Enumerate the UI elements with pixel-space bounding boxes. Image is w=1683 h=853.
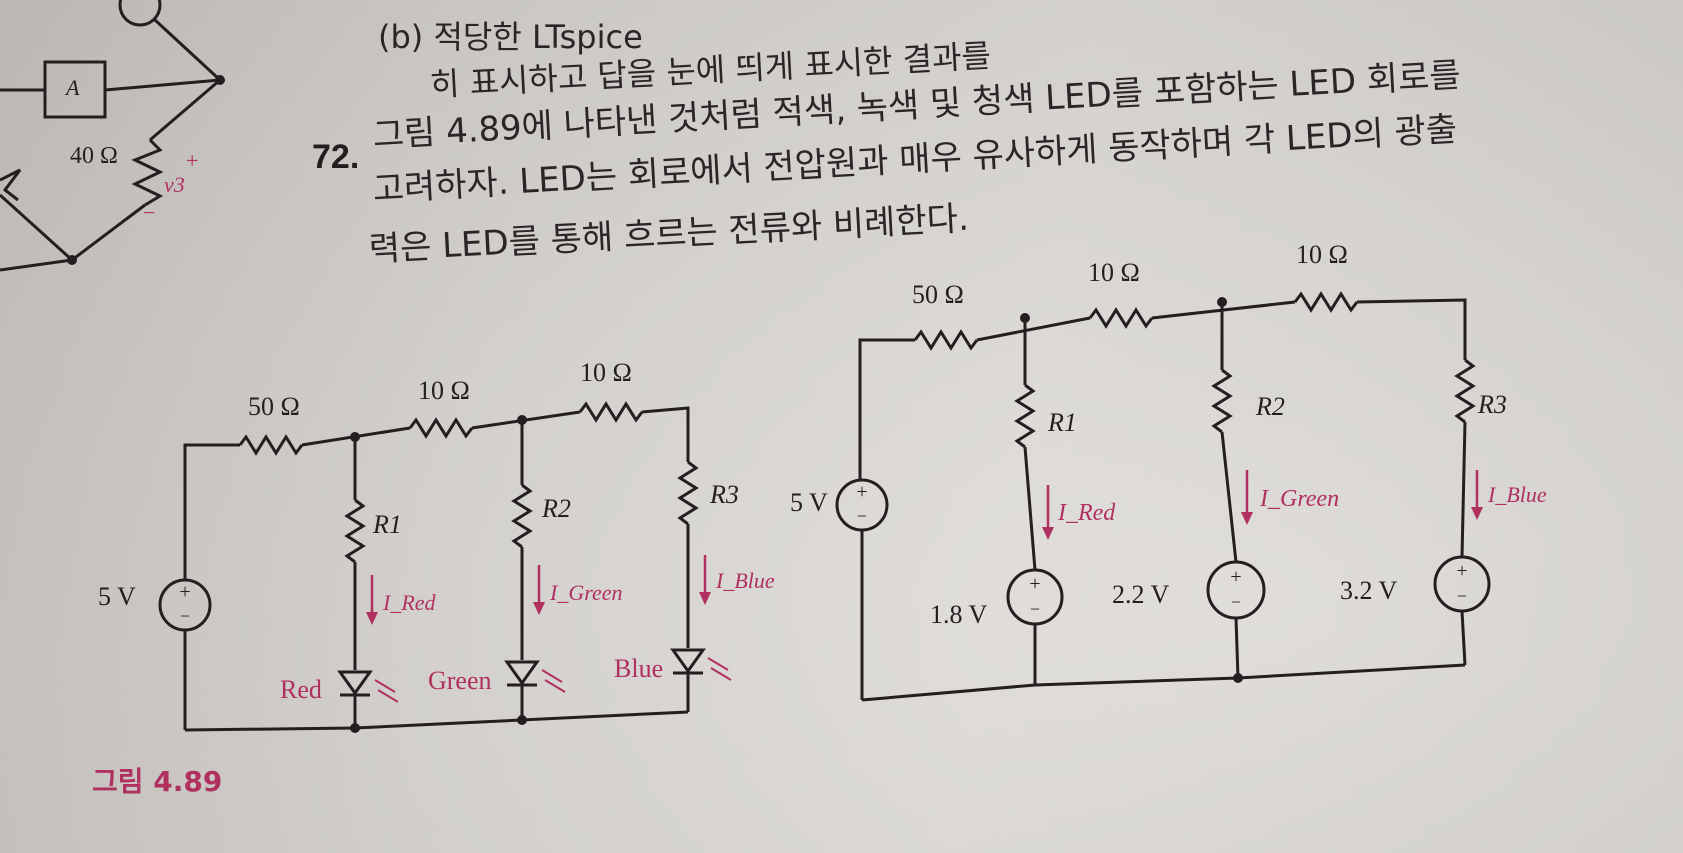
resistor-40-label: 40 Ω [70, 143, 118, 169]
svg-text:−: − [1457, 586, 1467, 606]
right-1.8v-label: 1.8 V [930, 600, 988, 629]
right-r50-label: 50 Ω [912, 280, 964, 309]
led-blue-label: Blue [614, 654, 664, 683]
right-2.2v-label: 2.2 V [1112, 580, 1170, 609]
svg-text:−: − [857, 506, 867, 526]
right-source-label: 5 V [790, 488, 828, 517]
plus-sign: + [186, 148, 199, 173]
ammeter-label: A [66, 75, 80, 100]
svg-text:−: − [180, 606, 190, 626]
right-r3-label: R3 [1478, 390, 1507, 419]
right-r2-label: R2 [1256, 392, 1285, 421]
top-left-fragment [0, 0, 225, 272]
figure-caption: 그림 4.89 [92, 765, 223, 798]
left-source-label: 5 V [98, 582, 136, 611]
left-r3-label: R3 [710, 480, 739, 509]
svg-text:+: + [856, 481, 867, 503]
part-b-line: (b) 적당한 LTspice [378, 18, 643, 56]
svg-text:+: + [1456, 560, 1467, 582]
resistor-50-icon [238, 434, 304, 456]
left-iblue-label: I_Blue [716, 568, 775, 593]
right-iblue-label: I_Blue [1488, 482, 1547, 507]
svg-text:+: + [179, 581, 190, 603]
resistor-10b-icon [578, 401, 644, 423]
left-ired-label: I_Red [383, 590, 436, 615]
left-r2-label: R2 [542, 494, 571, 523]
resistor-10a-icon [408, 417, 474, 439]
left-r1-label: R1 [373, 510, 402, 539]
minus-sign: − [143, 200, 156, 225]
right-r10a-label: 10 Ω [1088, 258, 1140, 287]
left-igreen-label: I_Green [550, 580, 623, 605]
left-r50-label: 50 Ω [248, 392, 300, 421]
right-r10b-label: 10 Ω [1296, 240, 1348, 269]
resistor-40-icon [131, 138, 164, 207]
circuit-left: + − [158, 401, 732, 733]
right-r1-label: R1 [1048, 408, 1077, 437]
right-ired-label: I_Red [1058, 500, 1116, 526]
circuit-right: + − + − + − + − [835, 291, 1491, 702]
svg-text:+: + [1230, 566, 1241, 588]
led-green-label: Green [428, 666, 492, 695]
right-3.2v-label: 3.2 V [1340, 576, 1398, 605]
svg-text:−: − [1231, 592, 1241, 612]
led-red-label: Red [280, 675, 322, 704]
v3-label: v3 [164, 172, 185, 197]
left-r10b-label: 10 Ω [580, 358, 632, 387]
svg-text:+: + [1029, 573, 1040, 595]
problem-number: 72. [312, 138, 360, 176]
left-r10a-label: 10 Ω [418, 376, 470, 405]
right-igreen-label: I_Green [1260, 486, 1340, 512]
svg-text:−: − [1030, 599, 1040, 619]
